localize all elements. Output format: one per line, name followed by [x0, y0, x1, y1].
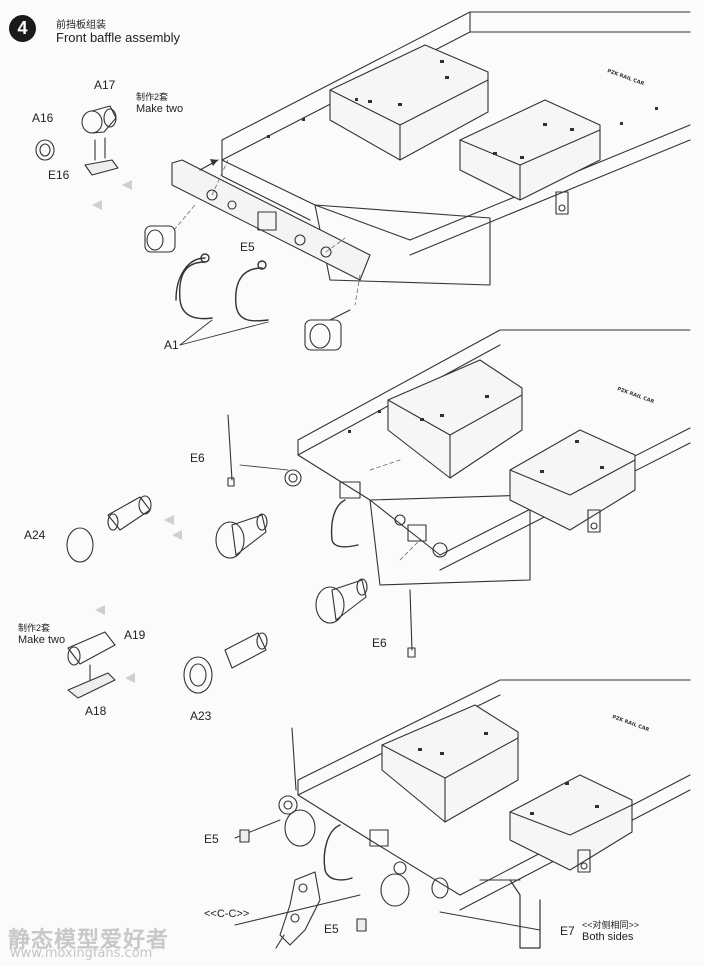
watermark-text: 静态模型爱好者 [8, 928, 170, 953]
svg-text:PZK RAIL CAR: PZK RAIL CAR [606, 68, 645, 87]
part-label-a16: A16 [32, 111, 54, 125]
part-label-e7: E7 [560, 924, 575, 938]
axle-box-lower [304, 309, 351, 351]
part-label-a1: A1 [164, 338, 179, 352]
chassis-view-3: PZK RAIL CAR [234, 679, 691, 949]
svg-text:PZK RAIL CAR: PZK RAIL CAR [616, 386, 655, 405]
part-label-a23: A23 [190, 709, 212, 723]
a24-buffer-disc [66, 527, 94, 563]
part-label-a19: A19 [124, 628, 146, 642]
make-two-note-cn-2: 制作2套 [18, 623, 51, 633]
part-label-a18: A18 [85, 704, 107, 718]
part-label-e5-mid: E5 [204, 832, 219, 846]
e5-block-bottom [356, 918, 367, 932]
part-label-e16: E16 [48, 168, 70, 182]
a1-handle-left [175, 253, 213, 320]
a16-a17-e16-subassembly [35, 105, 119, 176]
both-sides-note-cn: <<对侧相同>> [582, 920, 640, 930]
make-two-note-en-2: Make two [18, 634, 66, 646]
both-sides-note-en: Both sides [582, 931, 634, 943]
chassis-view-1: PZK RAIL CAR [92, 11, 691, 306]
make-two-note-en-1: Make two [136, 103, 184, 115]
step-title-cn: 前挡板组装 [56, 20, 106, 31]
chassis-view-2: PZK RAIL CAR [164, 329, 691, 586]
buffer-body-upper [107, 495, 152, 531]
part-label-e6-upper: E6 [190, 451, 205, 465]
watermark-url: www.moxingfans.com [10, 946, 153, 961]
e6-rod-upper [227, 414, 289, 487]
e5-block-mid [239, 829, 250, 843]
part-label-e5-top: E5 [240, 240, 255, 254]
a18-a19-subassembly [67, 605, 135, 699]
part-label-a24: A24 [24, 528, 46, 542]
a23-buffer [183, 632, 268, 694]
coupler-section-cc [275, 871, 321, 949]
step-title-en: Front baffle assembly [56, 30, 181, 45]
section-label-cc: <<C-C>> [204, 908, 250, 920]
axle-box-upper [144, 225, 176, 253]
part-label-a17: A17 [94, 78, 116, 92]
buffer-assembled-lower [315, 578, 368, 624]
svg-text:PZK RAIL CAR: PZK RAIL CAR [611, 714, 650, 733]
part-label-e5-bottom: E5 [324, 922, 339, 936]
step-number-badge: 4 [9, 15, 36, 42]
part-label-e6-lower: E6 [372, 636, 387, 650]
a1-handle-right [235, 260, 269, 322]
buffer-assembled-upper [215, 513, 268, 559]
make-two-note-cn-1: 制作2套 [136, 92, 169, 102]
e6-rod-lower [407, 589, 416, 658]
